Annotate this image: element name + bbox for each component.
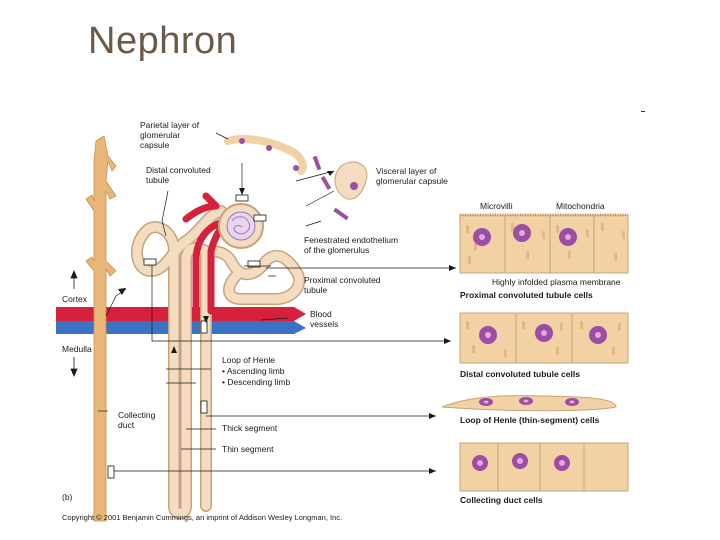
glomerular-capsule <box>218 203 264 249</box>
loop-label-2: • Ascending limb <box>222 366 285 376</box>
distal-tubule-cells <box>459 312 629 364</box>
collecting-label-2: duct <box>118 420 135 430</box>
nephron-tubule-fill <box>132 206 304 518</box>
cortex-medulla-arrows <box>70 269 78 378</box>
artery-tip <box>294 307 306 321</box>
copyright-text: Copyright © 2001 Benjamin Cummings, an i… <box>62 513 342 522</box>
mitochondria-label: Mitochondria <box>556 201 605 211</box>
proximal-cells-caption: Proximal convoluted tubule cells <box>460 290 593 300</box>
collecting-duct <box>85 135 117 522</box>
vein-tip <box>294 321 306 334</box>
pointer-arrowheads <box>118 171 456 474</box>
microvilli-label: Microvilli <box>480 201 513 211</box>
proximal-label-2: tubule <box>304 285 327 295</box>
blood-label-2: vessels <box>310 319 338 329</box>
visceral-label-1: Visceral layer of <box>376 166 437 176</box>
visceral-layer-podocyte <box>312 155 368 221</box>
fenestrated-label-2: of the glomerulus <box>304 245 369 255</box>
parietal-label-2: glomerular <box>140 130 180 140</box>
cortex-label: Cortex <box>62 294 88 304</box>
thick-segment-label: Thick segment <box>222 423 278 433</box>
proximal-tubule-cells <box>459 213 629 274</box>
parietal-label-1: Parietal layer of <box>140 120 200 130</box>
parietal-label-3: capsule <box>140 140 170 150</box>
henle-thin-cells <box>441 395 617 412</box>
loop-label-3: • Descending limb <box>222 377 290 387</box>
collecting-duct-cells <box>459 442 629 492</box>
corner-mark <box>641 111 645 112</box>
thin-segment-label: Thin segment <box>222 444 274 454</box>
henle-cells-caption: Loop of Henle (thin-segment) cells <box>460 415 600 425</box>
distal-cells-caption: Distal convoluted tubule cells <box>460 369 580 379</box>
proximal-label-1: Proximal convoluted <box>304 275 381 285</box>
parietal-layer-cells <box>224 135 307 175</box>
collecting-cells-caption: Collecting duct cells <box>460 495 543 505</box>
distal-label-2: tubule <box>146 175 169 185</box>
slide-title: Nephron <box>88 20 238 62</box>
sample-markers <box>107 194 267 479</box>
medulla-label: Medulla <box>62 344 92 354</box>
distal-label-1: Distal convoluted <box>146 165 211 175</box>
nephron-figure: Parietal layer of glomerular capsule Dis… <box>56 111 646 529</box>
blood-label-1: Blood <box>310 309 332 319</box>
nephron-diagram: Parietal layer of glomerular capsule Dis… <box>56 120 629 522</box>
pointer-lines <box>98 132 456 472</box>
panel-label: (b) <box>62 492 73 502</box>
visceral-label-2: glomerular capsule <box>376 176 448 186</box>
collecting-label-1: Collecting <box>118 410 156 420</box>
fenestrated-label-1: Fenestrated endothelium <box>304 235 398 245</box>
loop-label-1: Loop of Henle <box>222 355 275 365</box>
infolded-label: Highly infolded plasma membrane <box>492 277 621 287</box>
